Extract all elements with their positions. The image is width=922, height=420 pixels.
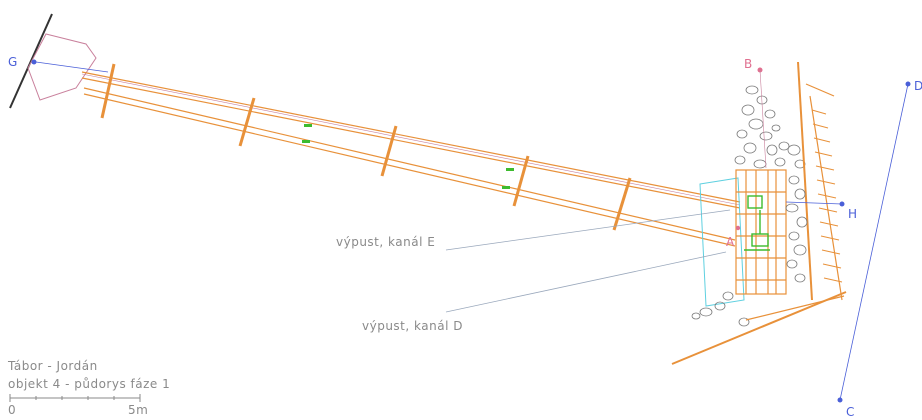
sluice-timber-box bbox=[735, 169, 787, 295]
stone-rubble-lower bbox=[691, 175, 808, 327]
label-channel-e: výpust, kanál E bbox=[336, 235, 435, 249]
dam-wall-line bbox=[9, 13, 53, 109]
svg-text:A: A bbox=[726, 235, 735, 249]
leader-channel-e bbox=[445, 209, 731, 251]
point-g: G bbox=[8, 55, 37, 69]
svg-text:H: H bbox=[848, 207, 857, 221]
scale-start-label: 0 bbox=[8, 403, 16, 417]
label-channel-d: výpust, kanál D bbox=[362, 319, 463, 333]
scale-end-label: 5m bbox=[128, 403, 148, 417]
right-timber-wall bbox=[797, 61, 843, 301]
green-pegs bbox=[302, 124, 514, 189]
cross-timbers bbox=[100, 63, 632, 231]
stone-rubble-upper bbox=[734, 85, 806, 169]
point-h: H bbox=[785, 201, 857, 221]
channel-e-timber bbox=[81, 71, 741, 209]
green-details bbox=[744, 195, 770, 251]
point-c: C bbox=[837, 397, 854, 419]
channel-d-timber bbox=[83, 87, 736, 247]
pink-outline-structure bbox=[27, 33, 97, 101]
point-d: D bbox=[905, 79, 922, 93]
baseline-g-h bbox=[35, 61, 109, 73]
svg-text:C: C bbox=[846, 405, 854, 419]
sluice-outline bbox=[699, 177, 745, 307]
b-c-line bbox=[759, 69, 767, 169]
point-a: A bbox=[726, 225, 741, 249]
svg-text:D: D bbox=[914, 79, 922, 93]
scale-bar bbox=[9, 394, 141, 402]
title-line-2: objekt 4 - půdorys fáze 1 bbox=[8, 377, 170, 391]
d-c-line bbox=[839, 83, 909, 401]
title-line-1: Tábor - Jordán bbox=[7, 359, 98, 373]
svg-text:G: G bbox=[8, 55, 17, 69]
leader-channel-d bbox=[445, 251, 727, 313]
svg-text:B: B bbox=[744, 57, 752, 71]
bottom-timbers bbox=[671, 291, 847, 365]
